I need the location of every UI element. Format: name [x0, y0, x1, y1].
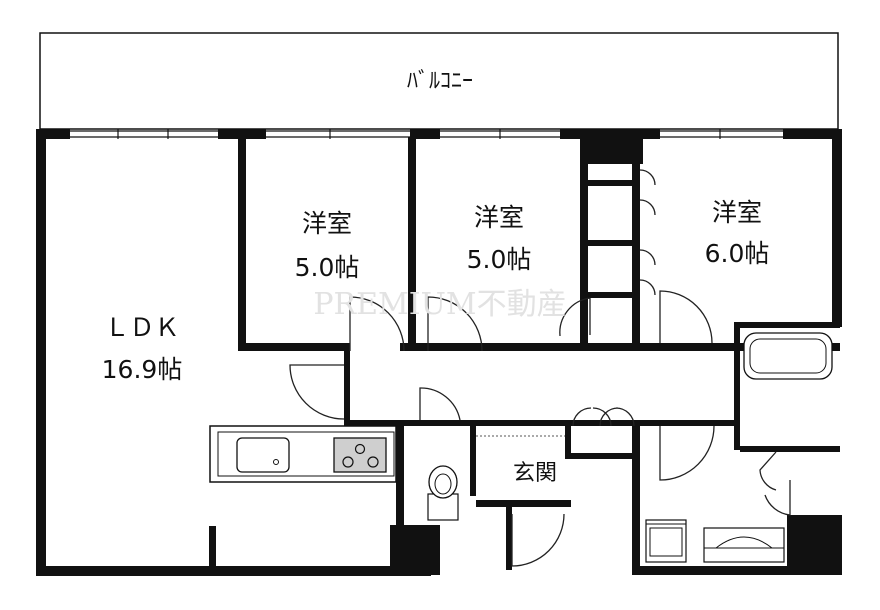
balcony-label: ﾊﾞﾙｺﾆｰ	[407, 69, 473, 94]
toilet-icon	[427, 465, 459, 521]
exterior-walls	[36, 129, 842, 576]
stove-icon	[333, 437, 387, 473]
watermark: PREMIUM不動産	[313, 287, 566, 322]
windows	[70, 129, 783, 139]
bedroom2-name: 洋室	[474, 203, 524, 232]
kitchen-counter	[209, 425, 397, 483]
interior-walls	[238, 137, 840, 571]
washbasin-icon	[703, 527, 785, 563]
bedroom1-size: 5.0帖	[295, 253, 360, 282]
entrance-name: 玄関	[513, 461, 557, 486]
bathtub-icon	[743, 332, 833, 380]
bedroom2-size: 5.0帖	[467, 245, 532, 274]
sink-icon	[236, 437, 290, 473]
balcony: ﾊﾞﾙｺﾆｰ	[39, 32, 839, 130]
doors	[289, 169, 791, 567]
bedroom3-name: 洋室	[712, 198, 762, 227]
ldk-name: ＬＤＫ	[104, 313, 179, 342]
washer-icon	[645, 519, 687, 563]
bedroom1-name: 洋室	[302, 209, 352, 238]
ldk-size: 16.9帖	[102, 355, 183, 384]
bedroom3-size: 6.0帖	[705, 239, 770, 268]
